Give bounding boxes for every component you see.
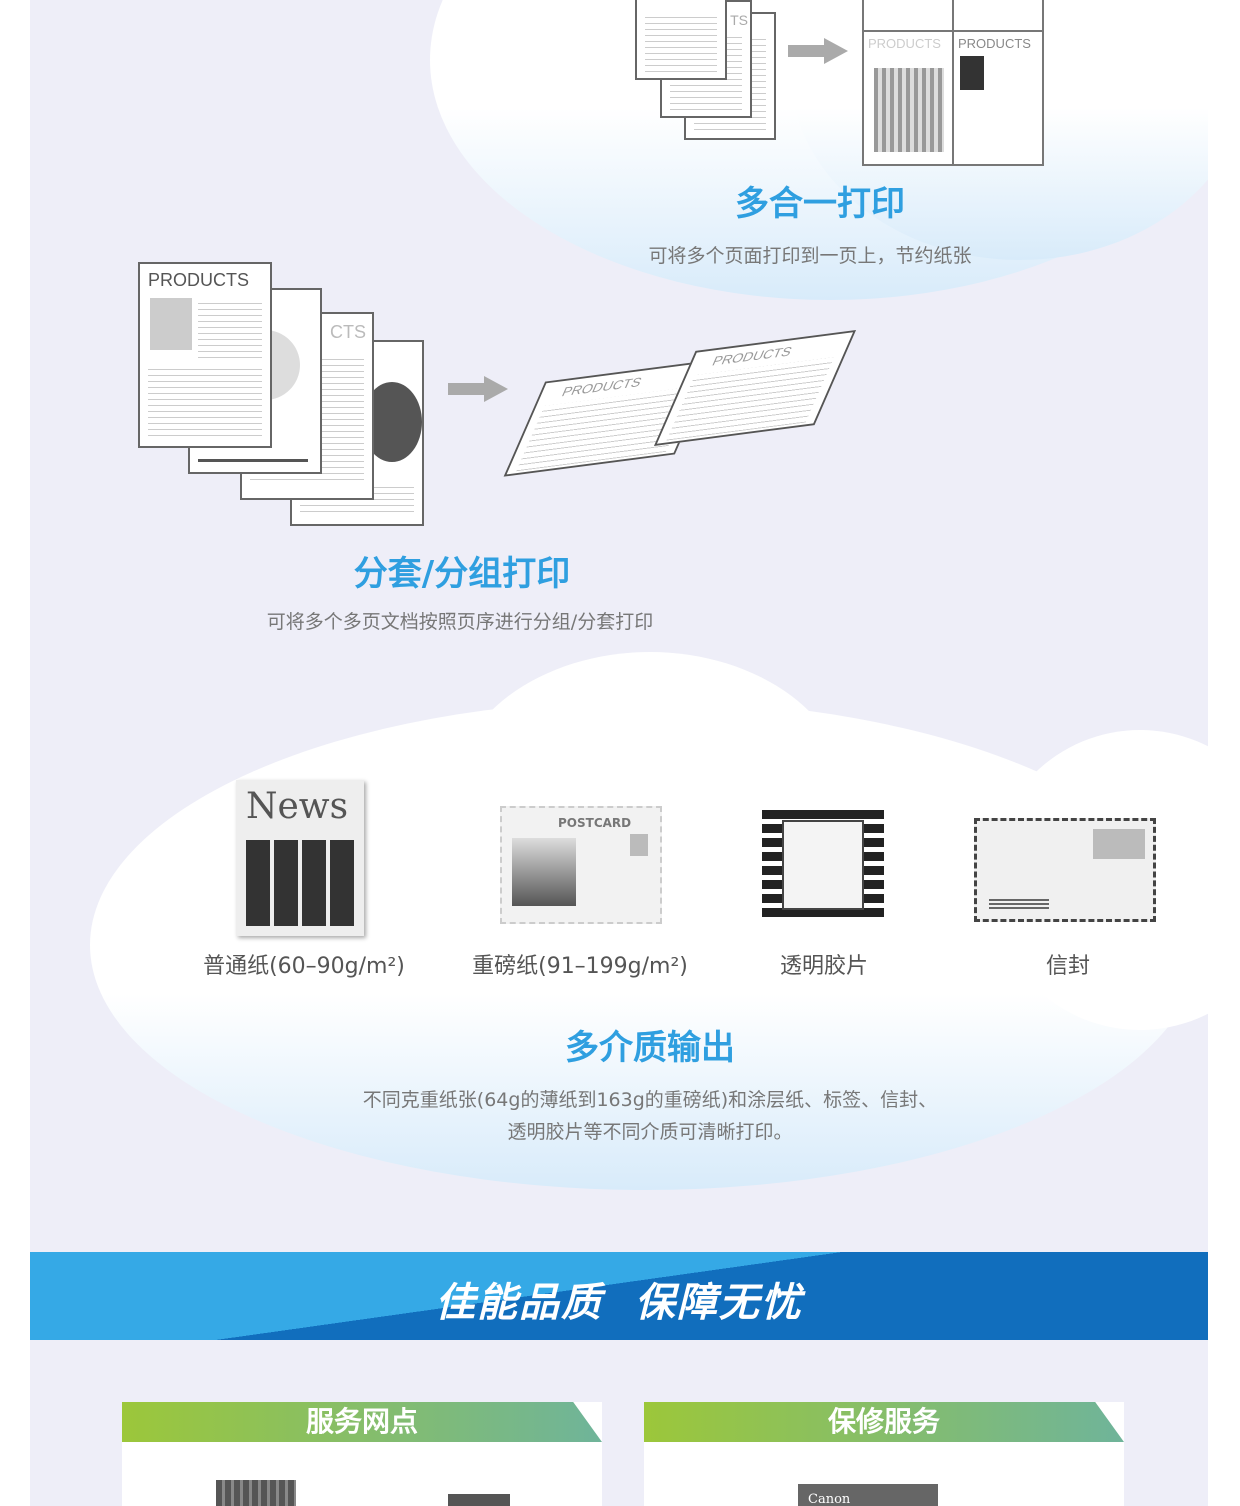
media-label: 透明胶片 [779, 954, 868, 979]
icon-text: News [246, 786, 349, 827]
arrow-icon [788, 38, 848, 64]
promo-page: TS PRODUCTS PRODUCTS 多合一打印 可将多个页面打印到一页上，… [30, 0, 1208, 1506]
building-icon [216, 1480, 296, 1506]
page-text: PRODUCTS [958, 36, 1031, 51]
feature-title: 分套/分组打印 [353, 554, 571, 594]
media-label: 重磅纸(91–199g/m²) [472, 954, 688, 979]
envelope-icon [974, 818, 1156, 922]
doc-page-icon: PRODUCTS [138, 262, 272, 448]
card-title: 保修服务 [644, 1402, 1124, 1442]
feature-description: 可将多个多页文档按照页序进行分组/分套打印 [266, 611, 654, 633]
section-banner: 佳能品质 保障无忧 [30, 1252, 1208, 1340]
description-line: 不同克重纸张(64g的薄纸到163g的重磅纸)和涂层纸、标签、信封、 [362, 1089, 938, 1111]
banner-title: 佳能品质 保障无忧 [435, 1280, 803, 1326]
media-label: 普通纸(60–90g/m²) [203, 954, 405, 979]
stacked-pages-icon: PRODUCTS [653, 330, 857, 446]
page-text: PRODUCTS [148, 270, 250, 290]
warranty-card: 保修服务 Canon [644, 1402, 1124, 1506]
description-line: 透明胶片等不同介质可清晰打印。 [507, 1121, 793, 1143]
shop-icon [448, 1494, 510, 1506]
card-title: 服务网点 [122, 1402, 602, 1442]
newspaper-icon: News [236, 780, 364, 936]
page-text: TS [730, 12, 748, 28]
media-label: 信封 [1045, 954, 1090, 979]
arrow-icon [448, 376, 508, 402]
nup-sheet-icon: PRODUCTS PRODUCTS [862, 0, 1044, 166]
doc-page-icon [635, 0, 727, 80]
feature-description: 可将多个页面打印到一页上，节约纸张 [648, 245, 972, 267]
film-icon [762, 810, 884, 920]
icon-text: POSTCARD [558, 816, 632, 830]
feature-title: 多介质输出 [565, 1028, 735, 1068]
feature-title: 多合一打印 [735, 184, 905, 224]
postcard-icon: POSTCARD [500, 806, 662, 924]
page-text: PRODUCTS [868, 36, 941, 51]
feature-description: 不同克重纸张(64g的薄纸到163g的重磅纸)和涂层纸、标签、信封、 透明胶片等… [200, 1084, 1100, 1148]
icon-text: Canon [808, 1492, 851, 1506]
page-text: CTS [330, 322, 366, 342]
canon-box-icon: Canon [798, 1484, 938, 1506]
service-card: 服务网点 [122, 1402, 602, 1506]
